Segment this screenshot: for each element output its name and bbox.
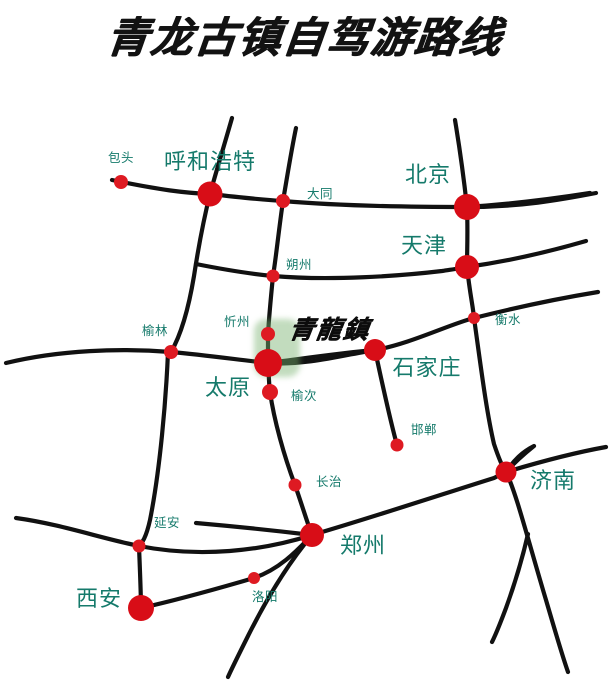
road-tianjin-east-spur xyxy=(464,238,589,270)
qinglong-town-label: 青龍鎮 xyxy=(287,315,373,344)
city-node-7[interactable] xyxy=(468,312,480,324)
city-label-3: 北京 xyxy=(404,163,452,188)
road-zhengzhou-southwest-tail xyxy=(225,532,315,680)
city-label-4: 天津 xyxy=(400,234,448,259)
city-label-14: 长治 xyxy=(315,473,343,489)
city-node-12[interactable] xyxy=(390,438,404,452)
city-label-17: 洛阳 xyxy=(251,588,279,604)
city-label-12: 邯郸 xyxy=(410,421,438,437)
city-label-18: 西安 xyxy=(75,587,123,612)
city-label-0: 包头 xyxy=(107,149,135,165)
road-taiyuan-yuci-changzhi-zhengzhou xyxy=(265,360,315,538)
road-south-east-tail xyxy=(489,531,531,645)
city-node-10[interactable] xyxy=(254,349,282,377)
city-node-13[interactable] xyxy=(495,461,517,483)
city-node-14[interactable] xyxy=(288,478,302,492)
road-shuozhou-tianjin xyxy=(193,261,470,281)
city-node-15[interactable] xyxy=(132,539,146,553)
city-label-6: 忻州 xyxy=(223,313,251,329)
city-label-1: 呼和浩特 xyxy=(163,150,257,175)
road-yulin-taiyuan-shijiazhuang-hengshui xyxy=(3,289,601,366)
road-yulin-yanan-xian xyxy=(136,349,171,611)
city-node-5[interactable] xyxy=(266,269,280,283)
city-node-16[interactable] xyxy=(300,523,324,547)
city-node-8[interactable] xyxy=(164,345,178,359)
city-label-13: 济南 xyxy=(529,469,577,494)
road-datong-north-spur xyxy=(265,125,299,337)
road-zhengzhou-west-tail xyxy=(193,520,315,538)
city-node-0[interactable] xyxy=(114,175,128,189)
road-hohhot-north-spur xyxy=(168,115,235,355)
city-node-2[interactable] xyxy=(276,194,290,208)
road-beijing-east-spur xyxy=(464,190,593,210)
city-node-3[interactable] xyxy=(454,194,480,220)
city-label-7: 衡水 xyxy=(494,311,522,327)
city-label-5: 朔州 xyxy=(285,256,313,272)
city-node-11[interactable] xyxy=(262,384,278,400)
city-node-9[interactable] xyxy=(364,339,386,361)
city-label-8: 榆林 xyxy=(141,322,169,338)
city-label-11: 榆次 xyxy=(290,387,318,403)
city-node-18[interactable] xyxy=(128,595,154,621)
city-label-2: 大同 xyxy=(306,185,334,201)
city-label-10: 太原 xyxy=(204,376,252,401)
city-label-16: 郑州 xyxy=(339,534,387,559)
city-node-4[interactable] xyxy=(455,255,479,279)
city-node-1[interactable] xyxy=(197,181,223,207)
city-label-15: 延安 xyxy=(153,514,181,530)
city-node-17[interactable] xyxy=(248,572,260,584)
city-label-9: 石家庄 xyxy=(392,356,462,381)
city-node-6[interactable] xyxy=(261,327,275,341)
road-baotou-hohhot-datong-beijing xyxy=(109,177,599,210)
